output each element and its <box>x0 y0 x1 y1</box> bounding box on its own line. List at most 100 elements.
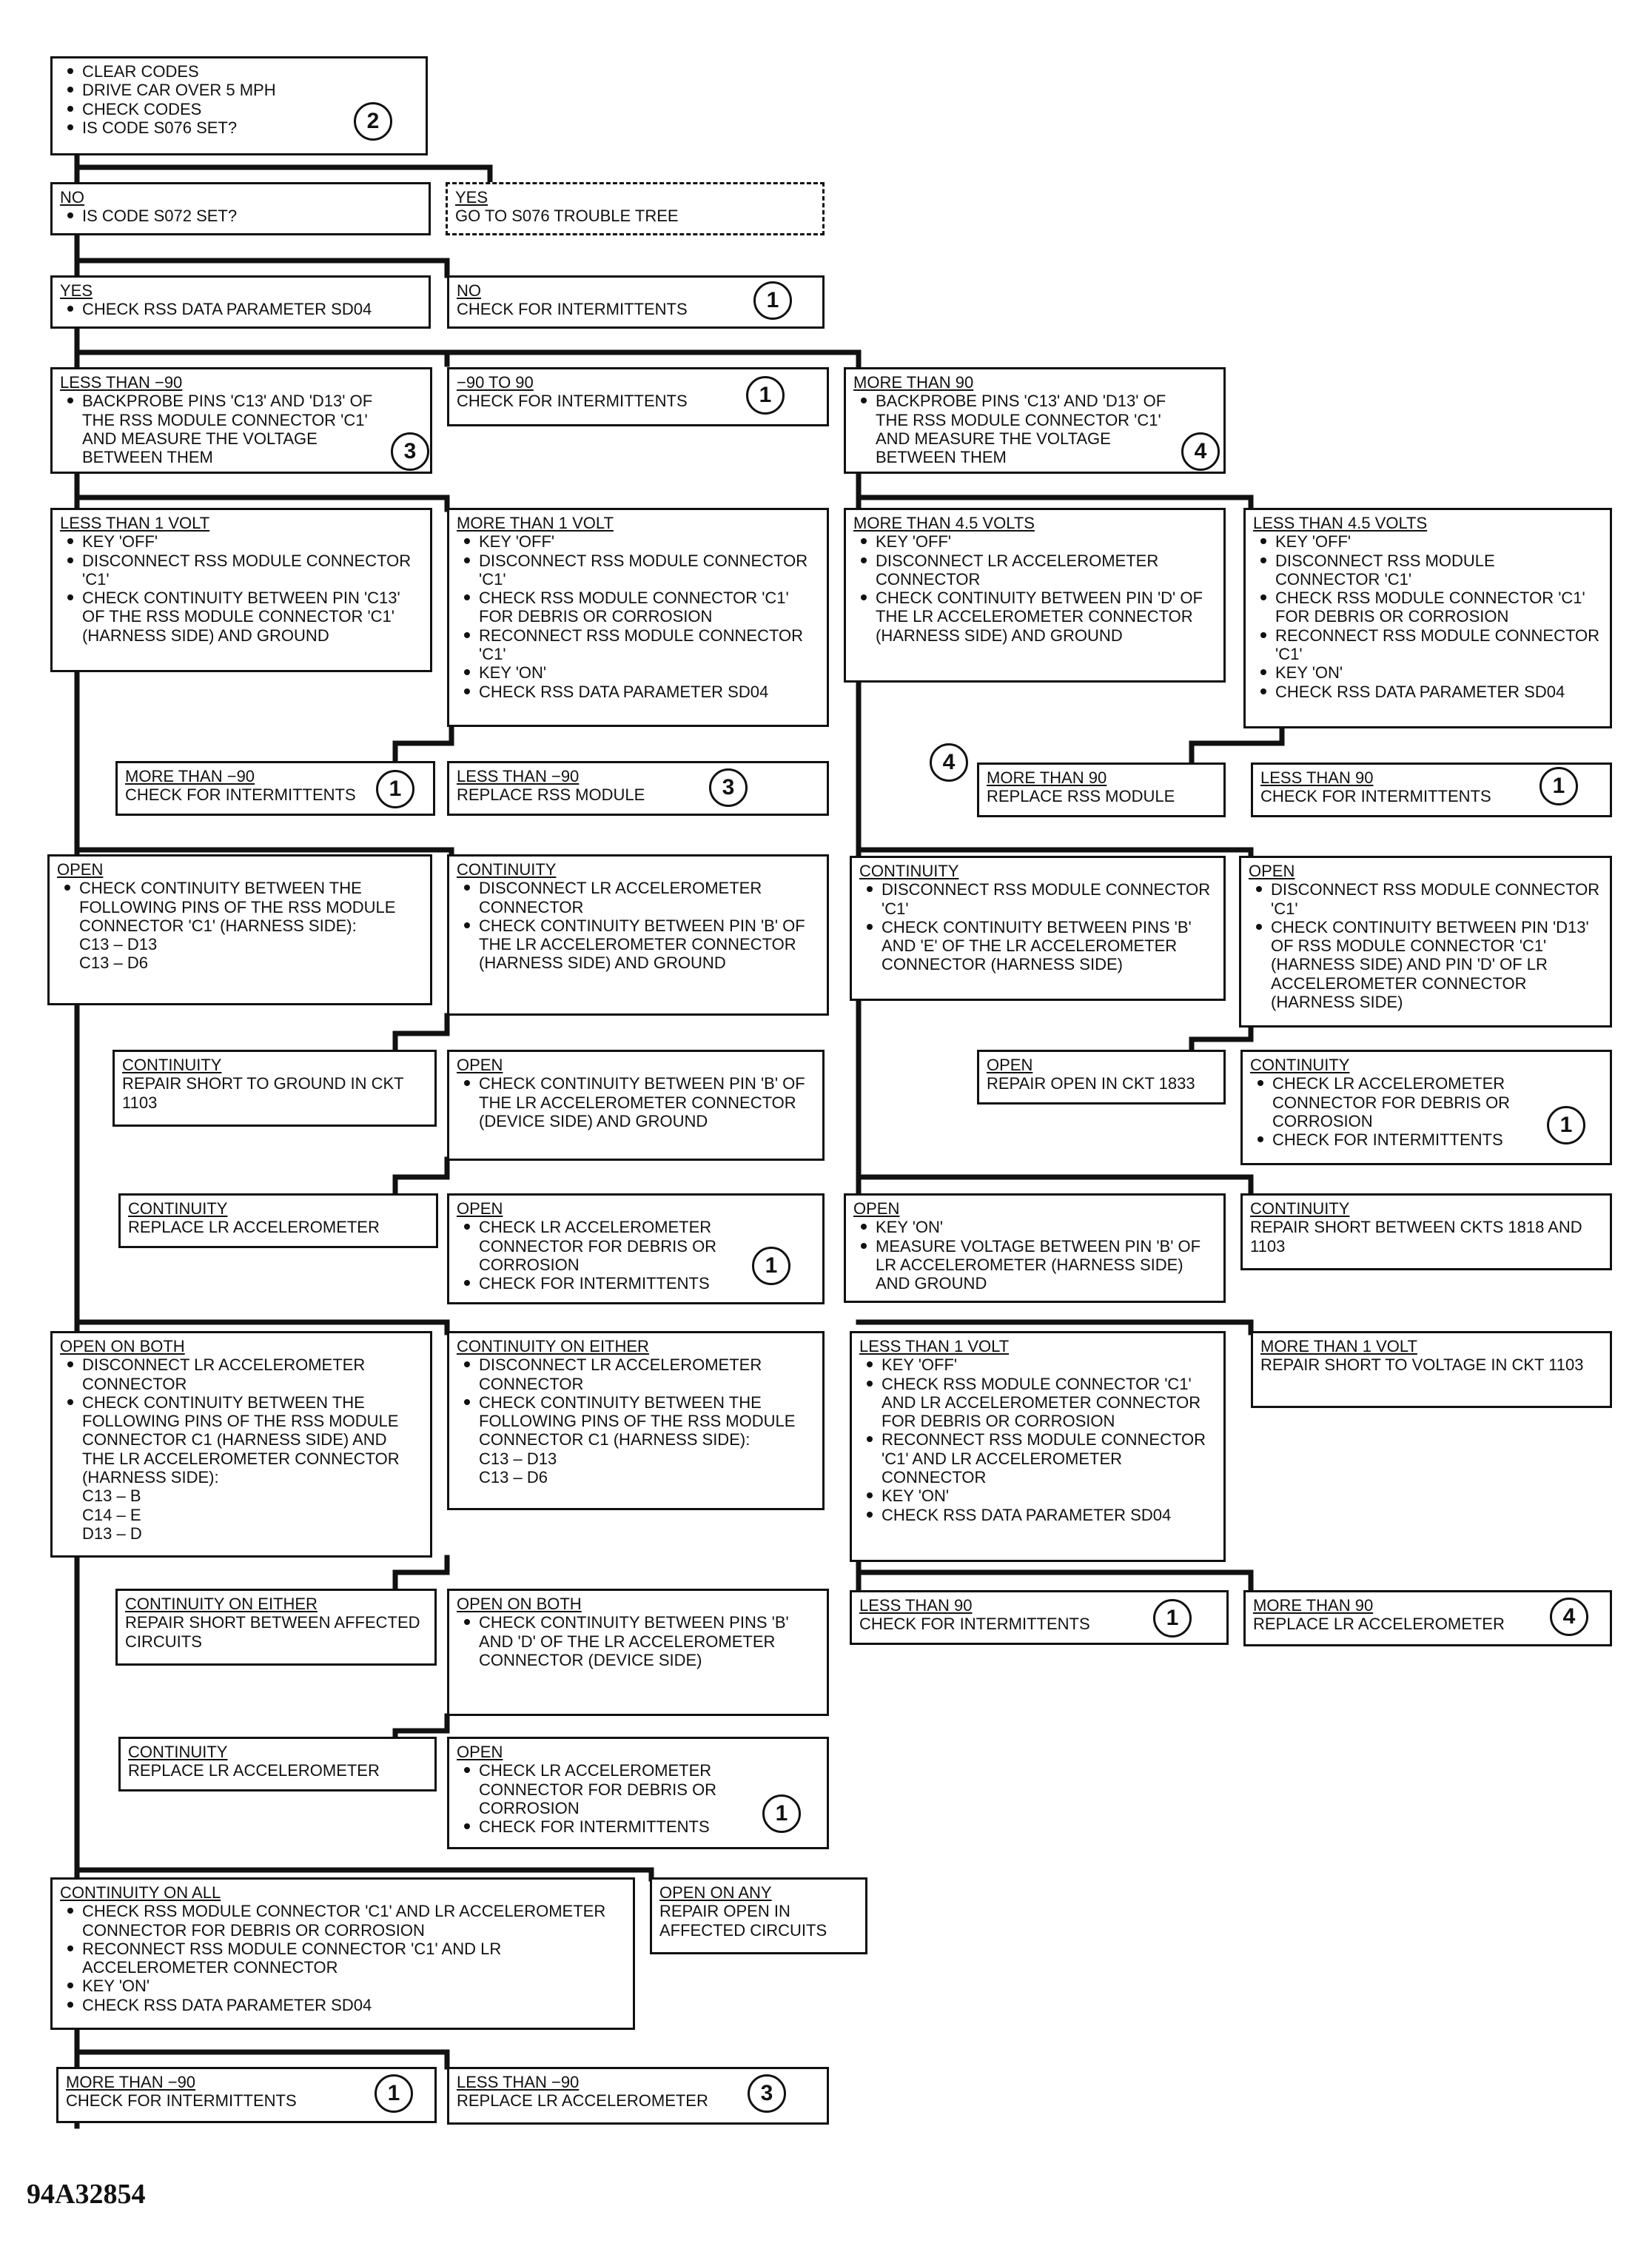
step-item: KEY 'ON' <box>60 1977 625 1995</box>
branch-label: MORE THAN 4.5 VOLTS <box>853 514 1035 532</box>
step-item: CHECK RSS DATA PARAMETER SD04 <box>1253 683 1602 701</box>
step-box-less-than-neg90: LESS THAN −90 BACKPROBE PINS 'C13' AND '… <box>50 367 432 474</box>
step-box-continuity-pin-b: CONTINUITY DISCONNECT LR ACCELEROMETER C… <box>447 854 829 1016</box>
step-box-more-than-1-volt: MORE THAN 1 VOLT KEY 'OFF' DISCONNECT RS… <box>447 508 829 727</box>
figure-id: 94A32854 <box>27 2179 146 2210</box>
step-item: KEY 'ON' <box>1253 663 1602 682</box>
step-item: CHECK RSS DATA PARAMETER SD04 <box>60 1996 625 2014</box>
branch-label: CONTINUITY <box>128 1199 228 1218</box>
branch-label: YES <box>60 281 93 300</box>
step-item: KEY 'ON' <box>457 663 819 682</box>
step-item: DISCONNECT RSS MODULE CONNECTOR 'C1' <box>859 880 1216 918</box>
step-text: REPLACE LR ACCELEROMETER <box>128 1218 380 1237</box>
branch-label: CONTINUITY <box>1250 1199 1350 1218</box>
step-box-less-than-neg90-replace: LESS THAN −90 REPLACE RSS MODULE <box>447 761 829 816</box>
step-item: KEY 'OFF' <box>60 532 423 551</box>
branch-label: MORE THAN 1 VOLT <box>1260 1337 1417 1355</box>
pin-pair: D13 – D <box>82 1524 142 1543</box>
step-item: CHECK FOR INTERMITTENTS <box>457 1817 819 1836</box>
step-item: DISCONNECT LR ACCELEROMETER CONNECTOR <box>457 879 819 916</box>
pin-pair: C13 – D6 <box>79 953 148 973</box>
step-box-less-than-4-5-volts: LESS THAN 4.5 VOLTS KEY 'OFF' DISCONNECT… <box>1243 508 1612 728</box>
branch-label: OPEN <box>853 1199 900 1218</box>
step-box-more-than-90: MORE THAN 90 BACKPROBE PINS 'C13' AND 'D… <box>844 367 1226 474</box>
branch-label: OPEN <box>1249 862 1295 880</box>
step-box-repair-short-ground: CONTINUITY REPAIR SHORT TO GROUND IN CKT… <box>113 1050 437 1127</box>
step-box-open-on-both-device: OPEN ON BOTH CHECK CONTINUITY BETWEEN PI… <box>447 1589 829 1716</box>
step-box-open-pins: OPEN CHECK CONTINUITY BETWEEN THE FOLLOW… <box>47 854 432 1005</box>
step-text: CHECK FOR INTERMITTENTS <box>125 785 356 805</box>
step-item: DISCONNECT RSS MODULE CONNECTOR 'C1' <box>1253 552 1602 589</box>
pin-pair: C13 – D6 <box>479 1468 548 1487</box>
branch-label: CONTINUITY ON EITHER <box>125 1595 318 1613</box>
ref-circle: 3 <box>709 768 748 807</box>
step-box-replace-lr-accel-2: CONTINUITY REPLACE LR ACCELEROMETER <box>118 1737 437 1792</box>
step-box-final-intermittents: MORE THAN −90 CHECK FOR INTERMITTENTS <box>56 2067 437 2123</box>
step-text: GO TO S076 TROUBLE TREE <box>455 207 679 226</box>
step-box-less-than-1-volt: LESS THAN 1 VOLT KEY 'OFF' DISCONNECT RS… <box>50 508 432 672</box>
step-item: IS CODE S076 SET? <box>60 118 418 137</box>
branch-label: NO <box>60 188 84 207</box>
step-box-open-measure-voltage: OPEN KEY 'ON' MEASURE VOLTAGE BETWEEN PI… <box>844 1193 1226 1303</box>
branch-label: CONTINUITY <box>128 1743 228 1761</box>
step-item: CHECK FOR INTERMITTENTS <box>1250 1130 1602 1149</box>
step-item: DISCONNECT LR ACCELEROMETER CONNECTOR <box>60 1355 423 1393</box>
step-item: CHECK RSS MODULE CONNECTOR 'C1' AND LR A… <box>859 1375 1216 1431</box>
branch-label: OPEN <box>987 1056 1033 1074</box>
step-item: KEY 'OFF' <box>1253 532 1602 551</box>
step-item: CHECK CONTINUITY BETWEEN PIN 'B' OF THE … <box>457 916 819 973</box>
step-item: CHECK LR ACCELEROMETER CONNECTOR FOR DEB… <box>1250 1074 1602 1130</box>
step-item: CHECK CONTINUITY BETWEEN PINS 'B' AND 'E… <box>859 918 1216 974</box>
step-item: CHECK LR ACCELEROMETER CONNECTOR FOR DEB… <box>457 1218 815 1274</box>
step-box-continuity-pins-b-e: CONTINUITY DISCONNECT RSS MODULE CONNECT… <box>850 856 1226 1001</box>
branch-label: MORE THAN 90 <box>1253 1596 1374 1615</box>
step-item: CHECK RSS MODULE CONNECTOR 'C1' FOR DEBR… <box>457 589 819 626</box>
step-item: CHECK CONTINUITY BETWEEN PIN 'D' OF THE … <box>853 589 1216 645</box>
branch-label: LESS THAN 90 <box>859 1596 973 1615</box>
branch-label: NO <box>457 281 481 300</box>
step-item: CHECK CONTINUITY BETWEEN THE FOLLOWING P… <box>457 1393 815 1449</box>
ref-circle: 3 <box>748 2074 786 2113</box>
step-text: REPLACE LR ACCELEROMETER <box>128 1761 380 1780</box>
step-box-repair-open-1833: OPEN REPAIR OPEN IN CKT 1833 <box>977 1050 1226 1105</box>
branch-label: −90 TO 90 <box>457 373 534 392</box>
step-box-continuity-debris: CONTINUITY CHECK LR ACCELEROMETER CONNEC… <box>1240 1050 1612 1165</box>
step-text: REPAIR SHORT TO GROUND IN CKT 1103 <box>122 1074 404 1112</box>
step-item: KEY 'OFF' <box>859 1355 1216 1374</box>
branch-label: LESS THAN 90 <box>1260 768 1374 787</box>
ref-circle: 1 <box>1153 1599 1192 1638</box>
step-box-open-on-any: OPEN ON ANY REPAIR OPEN IN AFFECTED CIRC… <box>650 1877 867 1954</box>
step-item: DRIVE CAR OVER 5 MPH <box>60 81 418 99</box>
branch-label: MORE THAN 1 VOLT <box>457 514 614 532</box>
step-text: CHECK FOR INTERMITTENTS <box>1260 787 1491 806</box>
step-text: CHECK FOR INTERMITTENTS <box>66 2091 297 2111</box>
ref-circle: 1 <box>1539 767 1578 805</box>
step-item: DISCONNECT RSS MODULE CONNECTOR 'C1' <box>1249 880 1602 918</box>
branch-label: LESS THAN −90 <box>457 2073 580 2091</box>
step-box-yes-sd04: YES CHECK RSS DATA PARAMETER SD04 <box>50 275 431 329</box>
pin-pair: C13 – B <box>82 1487 141 1506</box>
ref-circle: 1 <box>1547 1106 1585 1144</box>
branch-label: OPEN <box>457 1743 503 1761</box>
step-box-less-than-1-volt-2: LESS THAN 1 VOLT KEY 'OFF' CHECK RSS MOD… <box>850 1331 1226 1562</box>
step-box-continuity-on-either: CONTINUITY ON EITHER DISCONNECT LR ACCEL… <box>447 1331 825 1510</box>
step-item: IS CODE S072 SET? <box>60 207 421 225</box>
step-box-continuity-on-all: CONTINUITY ON ALL CHECK RSS MODULE CONNE… <box>50 1877 635 2030</box>
step-item: KEY 'ON' <box>853 1218 1216 1236</box>
step-item: DISCONNECT LR ACCELEROMETER CONNECTOR <box>853 552 1216 589</box>
step-text: REPAIR OPEN IN AFFECTED CIRCUITS <box>659 1902 827 1940</box>
pin-pair: C13 – D13 <box>479 1449 557 1468</box>
branch-label: OPEN ON BOTH <box>457 1595 582 1613</box>
branch-label: MORE THAN 90 <box>987 768 1107 787</box>
step-item: CHECK CODES <box>60 100 418 118</box>
step-item: RECONNECT RSS MODULE CONNECTOR 'C1' <box>1253 626 1602 664</box>
step-box-open-d13: OPEN DISCONNECT RSS MODULE CONNECTOR 'C1… <box>1239 856 1612 1028</box>
ref-circle: 1 <box>376 770 414 808</box>
branch-label: LESS THAN 1 VOLT <box>859 1337 1010 1355</box>
step-item: DISCONNECT LR ACCELEROMETER CONNECTOR <box>457 1355 815 1393</box>
branch-label: OPEN <box>57 860 104 879</box>
ref-circle: 1 <box>746 376 785 415</box>
branch-label: CONTINUITY <box>122 1056 222 1074</box>
branch-label: CONTINUITY ON EITHER <box>457 1337 649 1355</box>
branch-label: MORE THAN −90 <box>125 767 255 785</box>
